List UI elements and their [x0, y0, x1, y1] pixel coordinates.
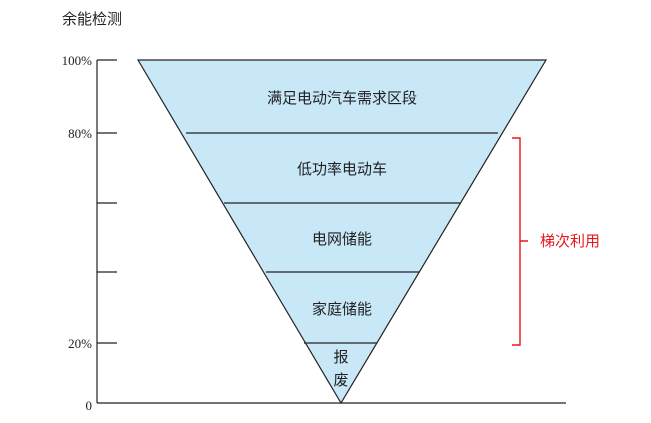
band-label-home-storage: 家庭储能 — [312, 300, 372, 318]
y-axis-title: 余能检测 — [62, 10, 122, 28]
band-label-low-power-ev: 低功率电动车 — [297, 160, 387, 178]
band-label-scrap-line2: 废 — [333, 371, 348, 389]
tick-label-0: 0 — [86, 398, 93, 413]
tick-label-80: 80% — [68, 126, 92, 141]
cascade-bracket-label: 梯次利用 — [540, 232, 600, 250]
cascade-bracket — [512, 137, 528, 346]
funnel-triangle — [136, 59, 548, 405]
band-label-scrap-line1: 报 — [333, 348, 348, 366]
tick-label-20: 20% — [68, 336, 92, 351]
band-label-ev-demand: 满足电动汽车需求区段 — [267, 89, 417, 107]
band-label-grid-storage: 电网储能 — [312, 230, 372, 248]
tick-label-100: 100% — [62, 53, 93, 68]
